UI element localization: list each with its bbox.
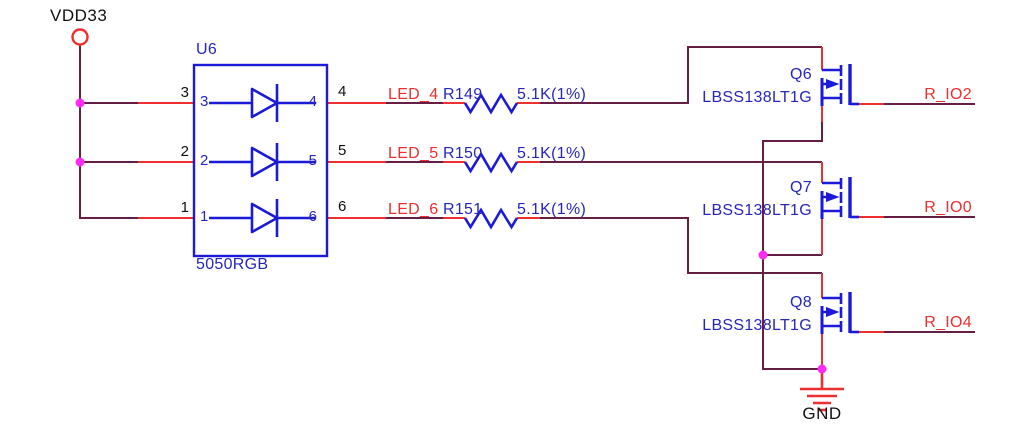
vdd-power-port [71, 28, 89, 46]
pin-leads [138, 47, 884, 369]
mosfet-symbol-q6 [820, 64, 859, 106]
junction-dot [75, 157, 85, 167]
net-label-rio0: R_IO0 [924, 199, 972, 216]
resistor-ref-label: R149 [443, 86, 483, 103]
junction-dots [75, 98, 827, 374]
pin-number: 3 [180, 84, 189, 101]
diode-symbol [209, 84, 316, 122]
vdd-net-label: VDD33 [50, 6, 108, 25]
resistor-ref-label: R150 [443, 145, 483, 162]
internal-pin-number: 3 [200, 93, 209, 110]
resistor-value-label: 5.1K(1%) [517, 201, 587, 218]
u6-ref-label: U6 [196, 41, 218, 58]
pin-number: 2 [180, 143, 189, 160]
internal-pin-number: 4 [308, 93, 317, 110]
pin-number: 5 [338, 142, 347, 159]
junction-dot [75, 98, 85, 108]
resistor-ref-label: R151 [443, 201, 483, 218]
net-label-led5: LED_5 [388, 145, 439, 162]
pin-number: 1 [180, 199, 189, 216]
internal-pin-number: 6 [308, 208, 317, 225]
mosfet-symbol-q8 [820, 292, 859, 334]
net-label-led6: LED_6 [388, 201, 439, 218]
diode-symbol [209, 143, 316, 181]
net-wires [79, 45, 975, 370]
q6-ref-label: Q6 [790, 66, 812, 83]
pin-number: 4 [338, 83, 347, 100]
net-label-rio4: R_IO4 [924, 314, 972, 331]
resistor-symbol-r150 [463, 151, 519, 174]
net-label-rio2: R_IO2 [924, 86, 972, 103]
internal-pin-number: 5 [308, 152, 317, 169]
pin-number: 6 [338, 198, 347, 215]
mosfet-symbol-q7 [820, 177, 859, 219]
gnd-net-label: GND [802, 404, 842, 423]
diode-symbol [209, 199, 316, 237]
junction-dot [758, 250, 768, 260]
q7-ref-label: Q7 [790, 179, 812, 196]
q7-part-label: LBSS138LT1G [702, 202, 812, 219]
q8-part-label: LBSS138LT1G [702, 317, 812, 334]
resistor-value-label: 5.1K(1%) [517, 86, 587, 103]
resistor-symbol-r149 [463, 92, 519, 115]
internal-pin-number: 1 [200, 208, 209, 225]
internal-pin-number: 2 [200, 152, 209, 169]
resistor-symbol-r151 [463, 207, 519, 230]
resistor-value-label: 5.1K(1%) [517, 145, 587, 162]
net-label-led4: LED_4 [388, 86, 439, 103]
power-circle-icon [71, 28, 89, 46]
q8-ref-label: Q8 [790, 294, 812, 311]
junction-dot [817, 364, 827, 374]
u6-value-label: 5050RGB [196, 256, 269, 273]
led-package-u6 [192, 63, 329, 258]
q6-part-label: LBSS138LT1G [702, 89, 812, 106]
